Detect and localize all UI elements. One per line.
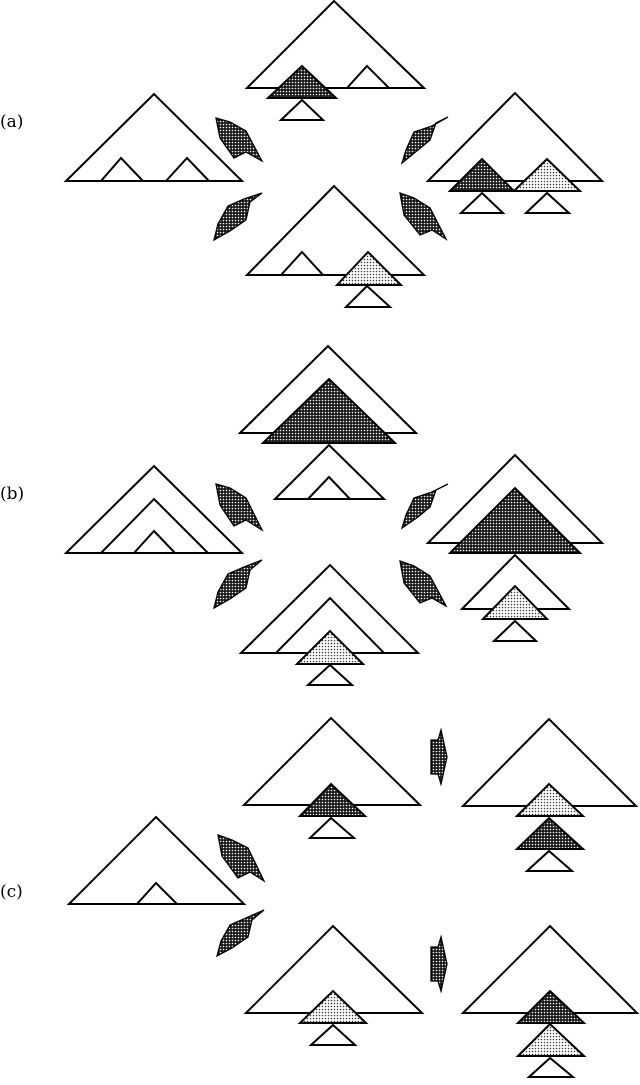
tree-a-bottom (244, 184, 427, 308)
arrow-c-right-bottom (430, 934, 448, 994)
arrow-c-down (215, 909, 265, 958)
arrow-b-up (215, 483, 264, 532)
arrow-b-right-up (400, 483, 449, 530)
panel-b (63, 344, 605, 686)
panel-label-a: (a) (0, 112, 24, 132)
panel-c (66, 716, 640, 1078)
tree-b-bottom (238, 563, 421, 686)
arrow-a-down (213, 192, 263, 242)
tree-c-source (66, 815, 247, 905)
arrow-c-up (217, 834, 266, 883)
panel-label-c: (c) (0, 882, 23, 902)
tree-c-result-top (460, 717, 639, 872)
tree-b-source (63, 464, 245, 554)
arrow-c-right-top (430, 727, 448, 787)
tree-b-result (425, 453, 605, 642)
tree-a-result (425, 91, 605, 214)
tree-c-top (241, 716, 423, 839)
arrow-b-right-down (399, 560, 448, 608)
tree-a-top (244, 0, 427, 121)
arrow-a-up (215, 117, 264, 163)
arrow-a-right-down (399, 192, 448, 241)
tree-b-top (237, 344, 419, 500)
arrow-a-right-up (400, 116, 449, 165)
tree-c-bottom (243, 924, 425, 1046)
panel-label-b: (b) (0, 484, 25, 504)
tree-a-source (63, 92, 245, 182)
panel-a (63, 0, 605, 308)
tree-c-result-bottom (460, 924, 640, 1078)
arrow-b-down (213, 559, 263, 610)
